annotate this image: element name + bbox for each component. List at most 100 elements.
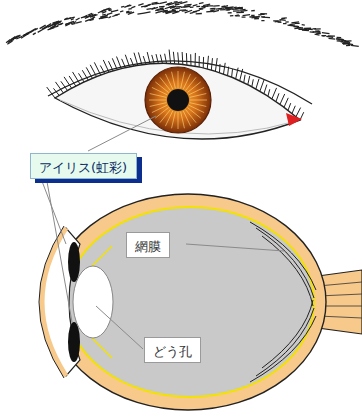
brow-hair [242,17,246,18]
brow-hair [199,7,206,8]
brow-hair [101,15,108,17]
eyelash [143,56,146,64]
brow-hair [172,11,179,13]
brow-hair [254,18,259,19]
brow-hair [222,6,225,8]
iris-fiber [183,111,190,126]
brow-hair [220,9,225,10]
brow-hair [76,18,80,20]
iris-fiber [190,100,207,101]
brow-hair [71,19,74,20]
eyelash [280,94,285,104]
iris-fiber [187,107,200,118]
sclera [50,194,326,410]
eyelash [134,53,138,66]
iris-fiber [152,87,167,94]
brow-hair [322,32,330,34]
brow-hair [109,9,112,11]
brow-hair [281,17,286,19]
brow-hair [155,12,159,13]
eyelash [108,61,113,71]
eyelash [215,58,217,71]
callout-box: どう孔 [144,337,201,363]
iris-fiber [181,112,185,129]
brow-hair [145,4,150,6]
brow-hair [196,6,200,8]
brow-hair [115,14,120,16]
brow-hair [233,10,240,11]
brow-hair [137,12,144,14]
eyelash [122,59,126,68]
brow-hair [199,2,204,4]
brow-hair [316,32,321,34]
eyelash [207,56,208,69]
brow-hair [170,6,176,8]
brow-hair [316,31,321,33]
brow-hair [85,20,89,22]
brow-hair [262,17,270,19]
iris-fiber [152,105,167,112]
brow-hair [313,28,317,30]
eyelash [260,80,264,92]
brow-hair [184,4,191,6]
brow-hair [210,8,213,9]
brow-hair [273,20,278,21]
caruncle [286,113,302,126]
brow-hair [127,5,131,7]
brow-hair [159,6,165,8]
brow-hair [183,6,190,8]
brow-hair [237,7,242,9]
brow-hair [285,21,288,23]
callout-box: アイリス(虹彩) [30,153,137,179]
brow-hair [163,11,168,13]
eyelash [156,54,158,63]
eyelash [268,89,270,96]
eyelash [276,93,279,101]
brow-hair [131,6,135,8]
iris-fiber [160,77,171,90]
iris-fiber [178,112,179,129]
brow-hair [166,12,173,14]
brow-hair [206,11,214,13]
eyelash [103,60,109,72]
eyelash [152,55,154,64]
brow-hair [147,8,152,10]
iris-section [68,242,80,282]
brow-hair [213,5,219,7]
brow-hair [337,37,342,38]
brow-hair [234,6,237,8]
eyelash [228,67,229,76]
brow-hair [175,3,180,5]
eyelash [252,79,254,87]
eyelash [190,54,191,65]
brow-hair [33,33,36,35]
brow-hair [26,32,31,34]
brow-hair [10,37,15,41]
brow-hair [172,8,177,10]
brow-hair [236,12,244,14]
eyelash [117,57,122,69]
brow-hair [190,12,193,14]
brow-hair [159,2,167,4]
brow-hair [336,38,342,40]
eyelash [203,57,204,68]
brow-hair [175,2,180,4]
brow-hair [166,3,170,5]
brow-hair [304,28,311,29]
iris-fiber [149,100,166,101]
brow-hair [249,16,254,18]
cornea-outline [39,226,64,378]
eyelash [178,52,179,64]
eyelash [288,103,291,110]
brow-hair [107,13,112,15]
brow-hair [166,11,172,13]
eyelash [292,106,295,114]
brow-hair [13,38,16,40]
iris-fiber [165,74,172,89]
brow-hair [236,15,240,16]
brow-hair [288,24,296,26]
brow-hair [47,24,51,26]
eyelash [125,55,129,67]
eyelash [244,75,245,83]
